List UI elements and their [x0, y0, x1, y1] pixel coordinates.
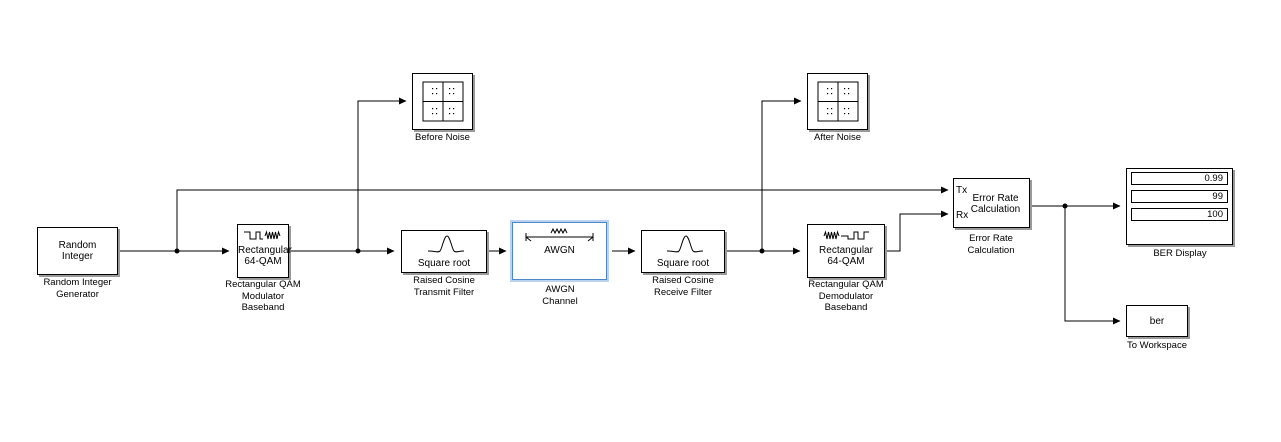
constellation-scope-before[interactable] [412, 73, 473, 130]
constellation-scope-after[interactable] [807, 73, 868, 130]
scope-after-label: After Noise [814, 132, 861, 143]
tx-port-label: Tx [956, 185, 968, 196]
ber-display-value-3: 100 [1131, 208, 1228, 221]
qam-modulator-label: Rectangular QAM Modulator Baseband [225, 279, 301, 313]
tx-filter-text: Square root [417, 258, 471, 269]
qam-modulator-text: Rectangular 64-QAM [238, 245, 292, 267]
error-rate-text: Error Rate Calculation [970, 193, 1021, 215]
modulated-waveform-icon [244, 230, 281, 240]
qam-modulator-block[interactable]: Rectangular 64-QAM [237, 224, 292, 278]
qam-demodulator-text: Rectangular 64-QAM [819, 245, 873, 267]
to-workspace-block[interactable]: ber [1126, 305, 1188, 337]
random-integer-label: Random Integer Generator [43, 277, 112, 300]
rx-filter-label: Raised Cosine Receive Filter [652, 275, 714, 298]
qam-demodulator-label: Rectangular QAM Demodulator Baseband [808, 279, 884, 313]
ber-display-value-1: 0.99 [1131, 172, 1228, 185]
raised-cosine-icon [427, 235, 465, 253]
random-integer-block[interactable]: Random Integer [37, 227, 118, 275]
to-workspace-label: To Workspace [1126, 340, 1187, 351]
tx-filter-block[interactable]: Square root [401, 230, 487, 273]
error-rate-block[interactable]: Tx Rx Error Rate Calculation [953, 178, 1030, 228]
ber-display-label: BER Display [1153, 248, 1207, 259]
random-integer-text: Random Integer [58, 240, 97, 262]
constellation-icon [817, 81, 859, 122]
tx-filter-label: Raised Cosine Transmit Filter [413, 275, 475, 298]
demodulated-waveform-icon [823, 230, 869, 240]
error-rate-label: Error Rate Calculation [967, 233, 1015, 256]
ber-display-block[interactable]: 0.99 99 100 [1126, 168, 1233, 245]
constellation-icon [422, 81, 464, 122]
raised-cosine-icon [666, 235, 704, 253]
rx-port-label: Rx [956, 210, 969, 221]
awgn-channel-text: AWGN [544, 245, 575, 256]
awgn-channel-label: AWGN Channel [542, 284, 578, 307]
awgn-channel-block[interactable]: AWGN [512, 222, 607, 280]
qam-demodulator-block[interactable]: Rectangular 64-QAM [807, 224, 885, 278]
scope-before-label: Before Noise [415, 132, 470, 143]
rx-filter-block[interactable]: Square root [641, 230, 725, 273]
ber-display-value-2: 99 [1131, 190, 1228, 203]
to-workspace-text: ber [1149, 316, 1165, 327]
noise-channel-icon [525, 227, 594, 242]
rx-filter-text: Square root [656, 258, 710, 269]
